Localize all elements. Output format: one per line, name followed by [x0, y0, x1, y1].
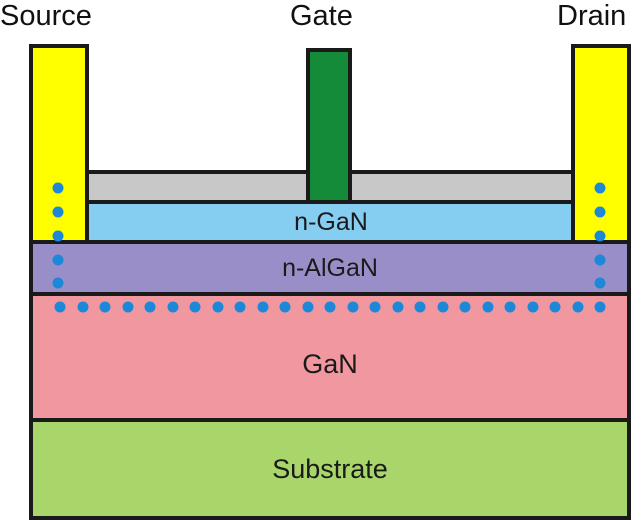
drain-contact	[571, 44, 631, 244]
source-label: Source	[0, 0, 92, 32]
gate-contact	[306, 48, 352, 204]
n-algan-label: n-AlGaN	[282, 253, 378, 282]
gan-label: GaN	[302, 348, 358, 379]
gan-layer: GaN	[29, 292, 631, 422]
substrate-label: Substrate	[272, 453, 388, 484]
drain-label: Drain	[557, 0, 627, 32]
gate-label: Gate	[290, 0, 353, 32]
n-gan-label: n-GaN	[294, 207, 368, 236]
n-gan-layer: n-GaN	[84, 200, 578, 244]
source-contact	[29, 44, 89, 244]
substrate-layer: Substrate	[29, 418, 631, 520]
n-algan-layer: n-AlGaN	[29, 240, 631, 296]
